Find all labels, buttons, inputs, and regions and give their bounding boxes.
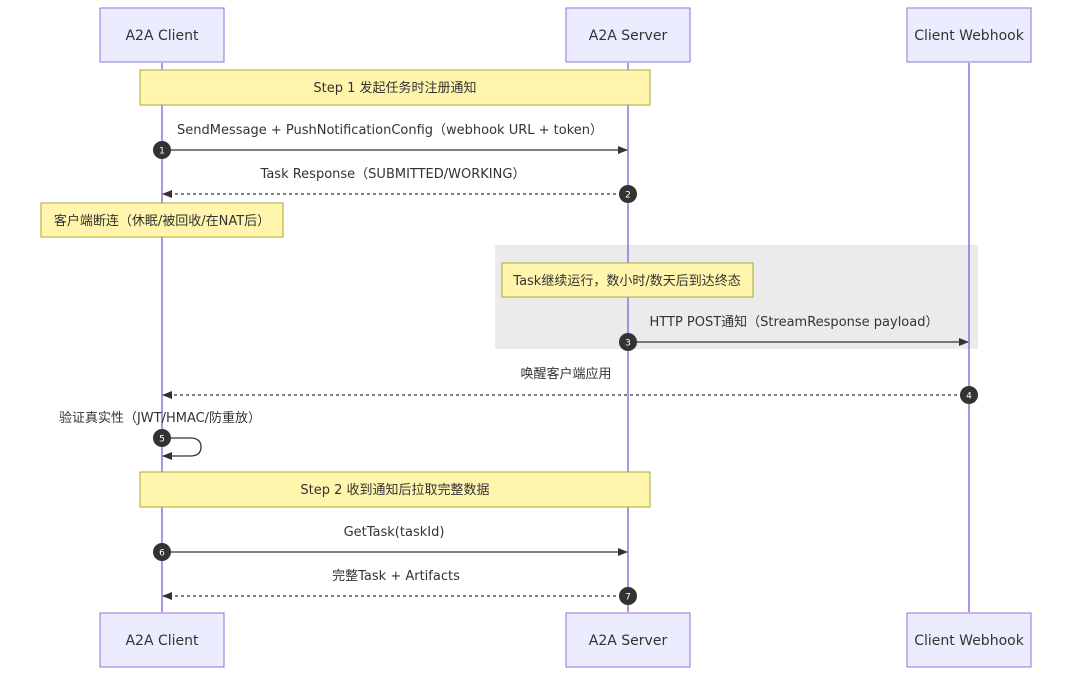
participant-server-top: A2A Server — [565, 7, 691, 63]
sequence-number: 1 — [159, 147, 165, 157]
sequence-badge-4: 4 — [960, 386, 978, 404]
note-step1-text: Step 1 发起任务时注册通知 — [313, 80, 476, 96]
sequence-badge-5: 5 — [153, 429, 171, 447]
participant-label: Client Webhook — [914, 28, 1025, 44]
note-step2-text: Step 2 收到通知后拉取完整数据 — [300, 482, 489, 498]
sequence-badge-6: 6 — [153, 543, 171, 561]
message-3-label: HTTP POST通知（StreamResponse payload） — [650, 314, 939, 330]
sequence-number: 3 — [625, 339, 631, 349]
note-step1: Step 1 发起任务时注册通知 — [139, 69, 651, 106]
note-running: Task继续运行，数小时/数天后到达终态 — [501, 262, 754, 298]
sequence-number: 5 — [159, 435, 165, 445]
sequence-number: 2 — [625, 191, 631, 201]
participant-client-top: A2A Client — [99, 7, 225, 63]
note-step2: Step 2 收到通知后拉取完整数据 — [139, 471, 651, 508]
message-7-label: 完整Task + Artifacts — [332, 569, 460, 584]
participant-label: A2A Client — [125, 633, 199, 649]
participant-webhook-bottom: Client Webhook — [906, 612, 1032, 668]
note-disconnect: 客户端断连（休眠/被回收/在NAT后） — [40, 202, 284, 238]
sequence-number: 7 — [625, 593, 631, 603]
sequence-badge-1: 1 — [153, 141, 171, 159]
participant-webhook-top: Client Webhook — [906, 7, 1032, 63]
message-1-label: SendMessage + PushNotificationConfig（web… — [177, 123, 603, 138]
sequence-badge-3: 3 — [619, 333, 637, 351]
message-2-label: Task Response（SUBMITTED/WORKING） — [260, 167, 526, 182]
message-4-label: 唤醒客户端应用 — [520, 366, 611, 382]
participant-label: Client Webhook — [914, 633, 1025, 649]
message-6-label: GetTask(taskId) — [344, 525, 445, 540]
participant-label: A2A Server — [589, 28, 668, 44]
participant-label: A2A Server — [589, 633, 668, 649]
sequence-badge-2: 2 — [619, 185, 637, 203]
note-disconnect-text: 客户端断连（休眠/被回收/在NAT后） — [54, 213, 270, 229]
participant-label: A2A Client — [125, 28, 199, 44]
message-5-arrow — [162, 437, 202, 460]
message-5-label: 验证真实性（JWT/HMAC/防重放） — [59, 410, 261, 426]
participant-client-bottom: A2A Client — [99, 612, 225, 668]
sequence-number: 4 — [966, 392, 972, 402]
sequence-number: 6 — [159, 549, 165, 559]
note-running-text: Task继续运行，数小时/数天后到达终态 — [512, 273, 740, 289]
sequence-badge-7: 7 — [619, 587, 637, 605]
participant-server-bottom: A2A Server — [565, 612, 691, 668]
